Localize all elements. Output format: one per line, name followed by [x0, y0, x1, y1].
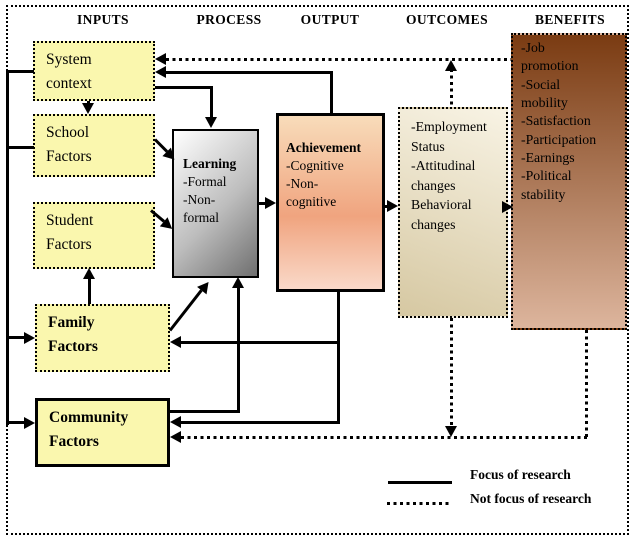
line-community-to-learning-h	[170, 410, 240, 413]
line-achievement-feedback-v	[337, 292, 340, 424]
line-achievement-to-system-h	[164, 71, 332, 74]
arrowhead-dotted-to-community	[170, 431, 181, 443]
box-outcomes: -Employment Status -Attitudinal changes …	[398, 107, 508, 318]
column-header-output: OUTPUT	[300, 12, 360, 27]
box-family-factors: Family Factors	[35, 304, 170, 372]
achievement-title: Achievement	[286, 140, 361, 156]
arrowhead-outcomes-down	[445, 426, 457, 437]
arrowhead-community-to-learning	[232, 277, 244, 288]
box-system-context: System context	[33, 41, 155, 101]
line-family-to-student	[88, 277, 91, 304]
box-benefits: -Job promotion -Social mobility -Satisfa…	[511, 33, 627, 330]
line-rail-to-family	[6, 336, 27, 339]
line-rail-to-community	[6, 421, 27, 424]
arrowhead-system-to-learning	[205, 117, 217, 128]
arrowhead-learning-to-achievement	[265, 197, 276, 209]
achievement-items: -Cognitive -Non- cognitive	[286, 158, 344, 210]
arrowhead-system-to-school	[82, 103, 94, 114]
line-achievement-to-system-v	[330, 71, 333, 113]
column-header-outcomes: OUTCOMES	[406, 12, 488, 27]
box-school-factors: School Factors	[33, 114, 155, 177]
legend-solid-line-sample	[388, 481, 452, 484]
column-header-inputs: INPUTS	[77, 12, 129, 27]
line-system-to-learning-h	[155, 86, 213, 89]
arrowhead-achievement-to-community	[170, 416, 181, 428]
arrowhead-benefits-to-system	[155, 53, 166, 65]
learning-title: Learning	[183, 156, 237, 172]
column-header-process: PROCESS	[196, 12, 262, 27]
arrowhead-rail-to-community	[24, 417, 35, 429]
arrowhead-achievement-to-outcomes	[387, 200, 398, 212]
dotted-line-to-community	[181, 436, 588, 439]
line-rail-to-school	[6, 146, 34, 149]
dotted-line-outcomes-down	[450, 318, 453, 426]
line-community-to-learning-v	[237, 287, 240, 413]
legend-not-focus-label: Not focus of research	[470, 491, 592, 506]
line-rail-to-system	[6, 70, 34, 73]
dotted-line-benefits-down	[585, 330, 588, 439]
line-system-to-learning-v	[210, 86, 213, 119]
legend-dotted-line-sample	[387, 502, 452, 505]
arrowhead-achievement-to-system	[155, 66, 166, 78]
line-achievement-to-community	[180, 421, 340, 424]
arrowhead-outcomes-up	[445, 60, 457, 71]
arrowhead-outcomes-to-benefits	[502, 201, 513, 213]
arrowhead-achievement-to-family	[170, 336, 181, 348]
line-achievement-to-family	[180, 341, 340, 344]
line-learning-to-achievement	[259, 202, 267, 205]
column-header-benefits: BENEFITS	[535, 12, 605, 27]
box-achievement: Achievement -Cognitive -Non- cognitive	[276, 113, 385, 292]
line-left-rail	[6, 70, 9, 425]
arrowhead-rail-to-family	[24, 332, 35, 344]
dotted-line-benefits-to-system	[166, 58, 511, 61]
learning-items: -Formal -Non- formal	[183, 174, 227, 226]
box-student-factors: Student Factors	[33, 202, 155, 269]
box-community-factors: Community Factors	[35, 398, 170, 467]
dotted-line-outcomes-up	[450, 69, 453, 107]
arrowhead-family-to-student	[83, 268, 95, 279]
legend-focus-label: Focus of research	[470, 467, 571, 482]
box-learning: Learning -Formal -Non- formal	[172, 129, 259, 278]
